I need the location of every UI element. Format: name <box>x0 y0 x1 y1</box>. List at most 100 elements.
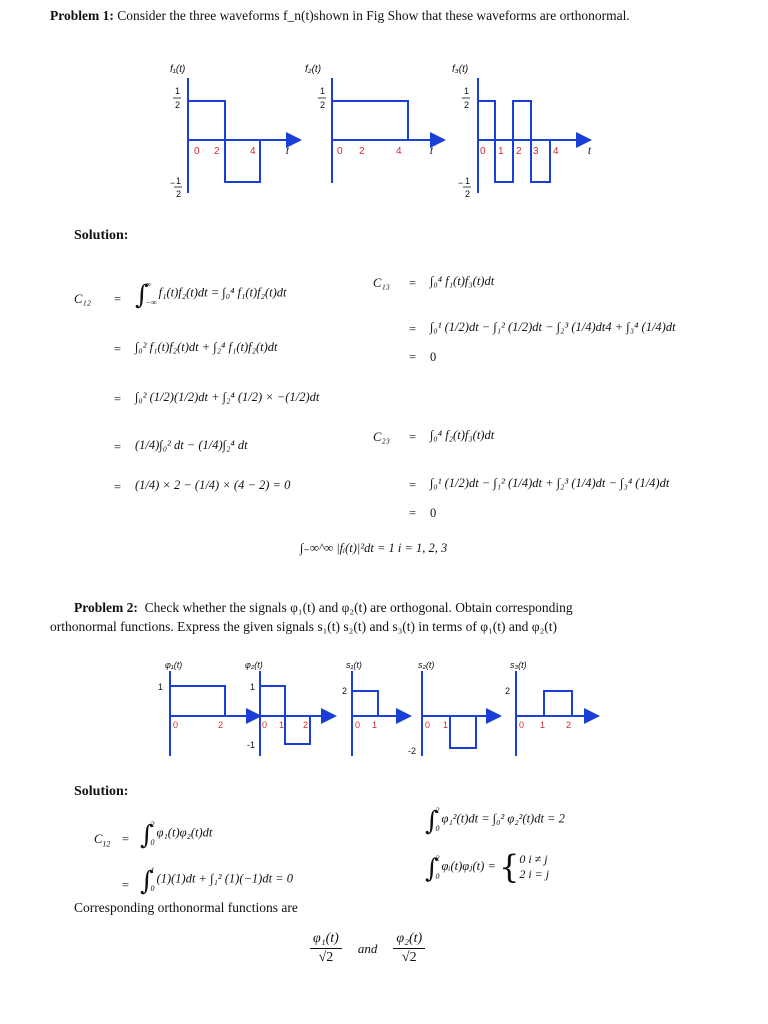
orthonormal-functions: φ₁(t)√2 and φ₂(t)√2 <box>310 930 426 967</box>
svg-text:0: 0 <box>355 720 360 730</box>
waveform-s1: s₁(t) 2 0 1 <box>342 660 412 756</box>
solution1-label: Solution: <box>74 228 129 243</box>
phi1-numerator: φ₁(t) <box>310 930 342 949</box>
svg-text:1: 1 <box>279 720 284 730</box>
svg-text:2: 2 <box>175 100 180 110</box>
svg-text:0: 0 <box>262 720 267 730</box>
f3-tick-3: 3 <box>533 146 539 157</box>
svg-text:2: 2 <box>505 686 510 696</box>
c12-line2: ∫₀² f₁(t)f₂(t)dt + ∫₂⁴ f₁(t)f₂(t)dt <box>135 340 278 354</box>
f2-tick-2: 2 <box>359 146 365 157</box>
case-i-neq-j: 0 i ≠ j <box>519 852 548 866</box>
f3-tick-1: 1 <box>498 146 504 157</box>
waveform-f2: f₂(t) 0 2 4 1 2 t <box>305 64 446 183</box>
s2-ylabel: s₂(t) <box>418 660 434 670</box>
waveform-s2: s₂(t) -2 0 1 <box>408 660 502 756</box>
c12-line5: (1/4) × 2 − (1/4) × (4 − 2) = 0 <box>135 478 291 492</box>
svg-text:2: 2 <box>342 686 347 696</box>
svg-text:0: 0 <box>425 720 430 730</box>
c23-line3: 0 <box>430 506 437 520</box>
normalization-equation: ∫₋∞^∞ |fᵢ(t)|²dt = 1 i = 1, 2, 3 <box>300 541 448 555</box>
problem2-label: Problem 2: <box>74 600 138 615</box>
svg-text:0: 0 <box>519 720 524 730</box>
problem2-statement: Problem 2: Check whether the signals φ₁(… <box>50 598 720 636</box>
s2-c12-lhs: C12 <box>94 832 111 849</box>
c13-line2: ∫₀¹ (1/2)dt − ∫₁² (1/2)dt − ∫₂³ (1/4)dt4… <box>430 320 676 334</box>
waveform-s3: s₃(t) 2 0 1 2 <box>505 660 600 756</box>
f2-tick-4: 4 <box>396 146 402 157</box>
c12-lhs: C₁₂ <box>74 292 92 306</box>
svg-text:1: 1 <box>320 86 325 96</box>
c23-line2: ∫₀¹ (1/2)dt − ∫₁² (1/4)dt + ∫₂³ (1/4)dt … <box>430 476 670 490</box>
problem1-label: Problem 1: <box>50 8 114 23</box>
s1-ylabel: s₁(t) <box>346 660 362 670</box>
svg-text:1: 1 <box>443 720 448 730</box>
svg-text:0: 0 <box>173 720 178 730</box>
and-word: and <box>357 940 378 956</box>
svg-text:1: 1 <box>464 86 469 96</box>
corresponding-text: Corresponding orthonormal functions are <box>74 900 298 915</box>
c23-lhs: C₂₃ <box>373 430 391 444</box>
problem2-waveforms: φ₁(t) 1 0 2 φ₂(t) 1 -1 0 1 2 s₁(t) 2 0 1… <box>158 660 600 756</box>
phi2-denominator: √2 <box>401 950 417 965</box>
f1-tick-2: 2 <box>214 146 220 157</box>
svg-text:−: − <box>170 178 175 188</box>
svg-text:2: 2 <box>464 100 469 110</box>
case-i-eq-j: 2 i = j <box>519 867 550 881</box>
waveform-f3: f₃(t) 0 1 2 3 4 1 2 − 1 2 t <box>452 64 592 199</box>
waveform-phi1: φ₁(t) 1 0 2 <box>158 660 262 756</box>
svg-text:2: 2 <box>218 720 223 730</box>
f1-ylabel: f₁(t) <box>170 64 185 75</box>
svg-text:1: 1 <box>176 176 181 186</box>
problem2-text-line1: Check whether the signals φ₁(t) and φ₂(t… <box>144 600 573 615</box>
c12-line3: ∫₀² (1/2)(1/2)dt + ∫₂⁴ (1/2) × −(1/2)dt <box>135 390 320 404</box>
svg-text:1: 1 <box>465 176 470 186</box>
f3-tick-4: 4 <box>553 146 559 157</box>
problem1-text: Consider the three waveforms f_n(t)shown… <box>117 8 630 23</box>
waveform-phi2: φ₂(t) 1 -1 0 1 2 <box>245 660 337 756</box>
c12-line1: ∫∞−∞f₁(t)f₂(t)dt = ∫₀⁴ f₁(t)f₂(t)dt <box>135 280 287 311</box>
c13-line1: ∫₀⁴ f₁(t)f₃(t)dt <box>430 274 495 288</box>
problem2-text-line2: orthonormal functions. Express the given… <box>50 619 558 634</box>
svg-text:1: 1 <box>250 682 255 692</box>
svg-text:2: 2 <box>303 720 308 730</box>
f3-axis-label: t <box>588 146 592 157</box>
f1-axis-label: t <box>286 146 290 157</box>
f1-tick-0: 0 <box>194 146 200 157</box>
svg-text:-1: -1 <box>247 740 255 750</box>
phi2-ylabel: φ₂(t) <box>245 660 263 670</box>
c13-line3: 0 <box>430 350 437 364</box>
solution2-label: Solution: <box>74 784 129 799</box>
s3-ylabel: s₃(t) <box>510 660 527 670</box>
c12-line4: (1/4)∫₀² dt − (1/4)∫₂⁴ dt <box>135 438 248 452</box>
svg-text:1: 1 <box>540 720 545 730</box>
phi1-ylabel: φ₁(t) <box>165 660 182 670</box>
c23-line1: ∫₀⁴ f₂(t)f₃(t)dt <box>430 428 495 442</box>
svg-text:2: 2 <box>566 720 571 730</box>
f2-axis-label: t <box>430 146 434 157</box>
f3-tick-0: 0 <box>480 146 486 157</box>
svg-text:-2: -2 <box>408 746 416 756</box>
svg-text:2: 2 <box>176 189 181 199</box>
svg-text:2: 2 <box>320 100 325 110</box>
svg-text:1: 1 <box>158 682 163 692</box>
svg-text:2: 2 <box>465 189 470 199</box>
svg-text:1: 1 <box>175 86 180 96</box>
svg-text:1: 1 <box>372 720 377 730</box>
f3-ylabel: f₃(t) <box>452 64 468 75</box>
problem1-statement: Problem 1: Consider the three waveforms … <box>50 8 630 24</box>
waveform-f1: f₁(t) 0 2 4 1 2 − 1 2 t <box>170 64 302 199</box>
f3-tick-2: 2 <box>516 146 522 157</box>
phi1-denominator: √2 <box>318 950 334 965</box>
f2-ylabel: f₂(t) <box>305 64 321 75</box>
phi2-numerator: φ₂(t) <box>393 930 426 949</box>
f2-tick-0: 0 <box>337 146 343 157</box>
c13-lhs: C₁₃ <box>373 276 391 290</box>
svg-text:−: − <box>458 178 463 188</box>
problem1-waveforms: f₁(t) 0 2 4 1 2 − 1 2 t f₂(t) 0 2 4 1 2 … <box>170 64 592 199</box>
f1-tick-4: 4 <box>250 146 256 157</box>
